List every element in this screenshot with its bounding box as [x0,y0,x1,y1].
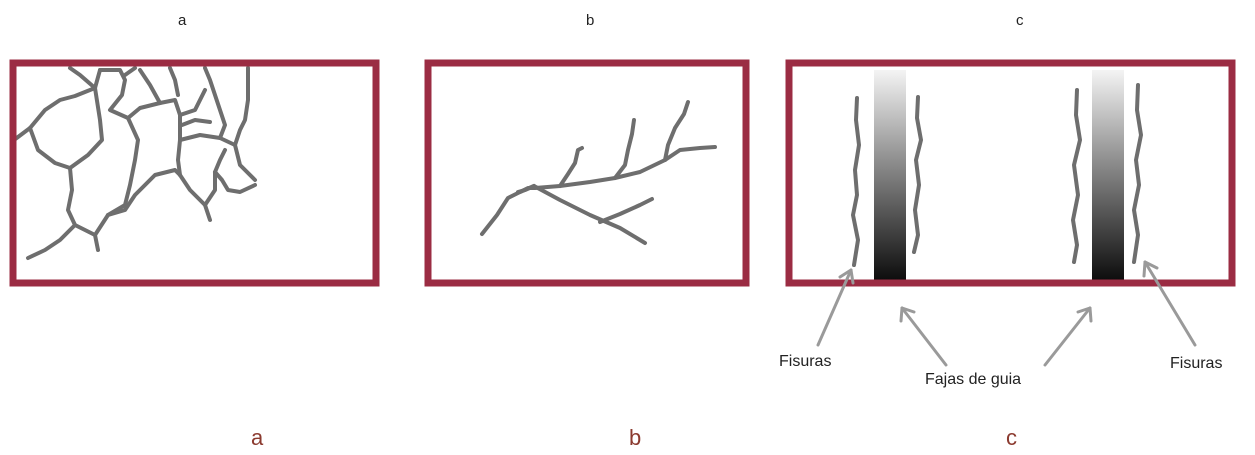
annotation-fajas-de-guia: Fajas de guia [925,371,1022,388]
wavy-cracks [851,83,1143,267]
panel-c-frame [785,59,1236,287]
caption-b: b [629,425,642,450]
panel-b [424,59,750,287]
caption-a: a [251,425,264,450]
branching-crack-pattern [480,100,717,245]
panel-b-frame [424,59,750,287]
panel-label-c: c [1016,12,1024,29]
annotation-arrows [816,260,1197,367]
caption-c: c [1006,425,1017,450]
panel-a-frame [9,59,380,287]
map-cracking-pattern [12,66,257,260]
panel-c [785,59,1236,367]
panel-a [9,59,380,287]
guide-strip-left [874,70,906,280]
panel-label-a: a [178,12,187,29]
panel-label-b: b [586,12,595,29]
guide-strip-right [1092,70,1124,280]
annotation-fisuras-left: Fisuras [779,353,832,370]
annotation-fisuras-right: Fisuras [1170,355,1223,372]
